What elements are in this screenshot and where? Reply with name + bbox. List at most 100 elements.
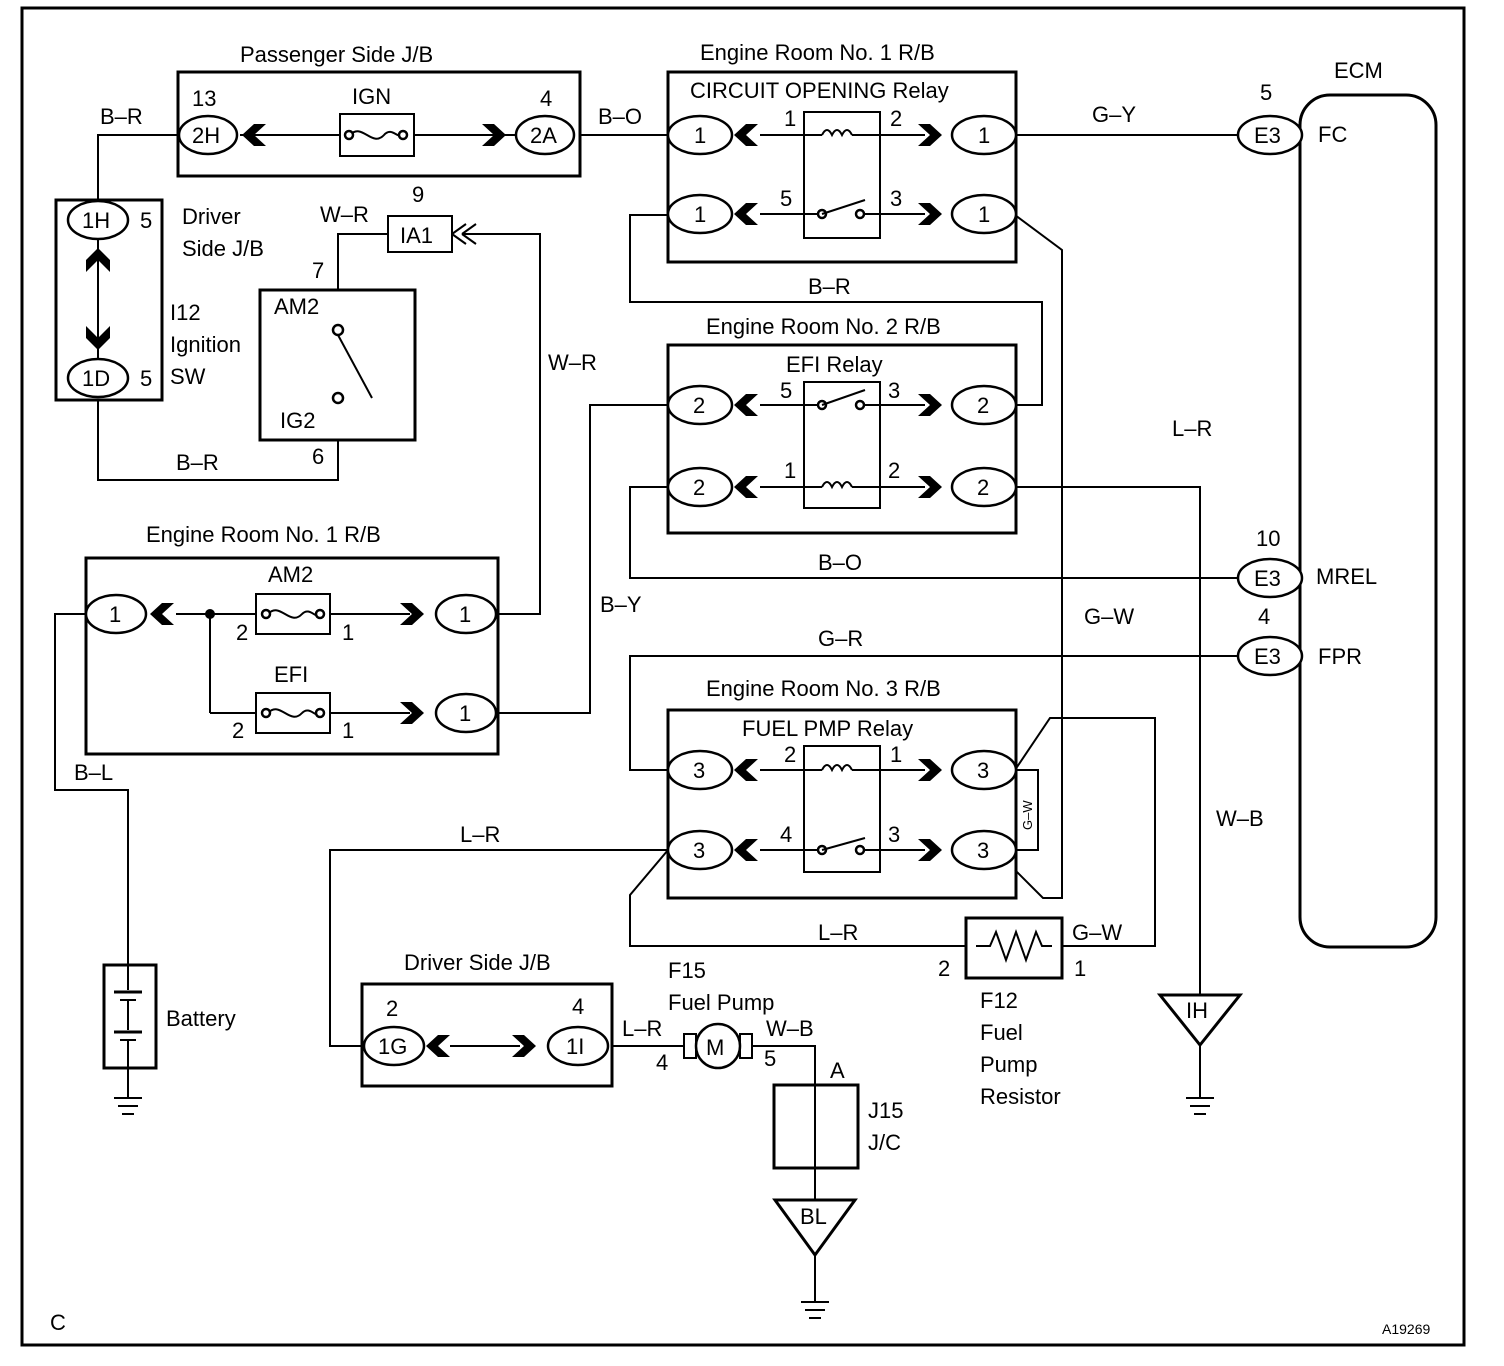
engine-room-1-rb-top: Engine Room No. 1 R/B CIRCUIT OPENING Re…	[666, 40, 1018, 264]
er3-title: Engine Room No. 3 R/B	[706, 676, 941, 701]
svg-text:2: 2	[693, 475, 705, 500]
svg-text:W–B: W–B	[1216, 806, 1264, 831]
ground-point-bl: BL	[772, 1198, 858, 1258]
outer-frame	[20, 6, 1466, 1347]
svg-text:2: 2	[977, 393, 989, 418]
svg-text:1: 1	[784, 106, 796, 131]
svg-text:13: 13	[192, 86, 216, 111]
ground-ih-icon	[1186, 1097, 1214, 1115]
svg-text:G–Y: G–Y	[1092, 102, 1136, 127]
svg-text:1: 1	[342, 620, 354, 645]
svg-text:1H: 1H	[82, 208, 110, 233]
svg-text:W–R: W–R	[320, 202, 369, 227]
engine-room-2-rb: Engine Room No. 2 R/B EFI Relay 5 3 1 2 …	[666, 314, 1018, 535]
junction-connector: A J15 J/C	[772, 1058, 903, 1170]
svg-text:E3: E3	[1254, 566, 1281, 591]
svg-text:1G: 1G	[378, 1034, 407, 1059]
svg-text:1: 1	[459, 701, 471, 726]
svg-text:4: 4	[656, 1050, 668, 1075]
svg-text:FC: FC	[1318, 122, 1347, 147]
passenger-jb-title: Passenger Side J/B	[240, 42, 433, 67]
svg-text:5: 5	[1260, 80, 1272, 105]
connector-2a	[514, 114, 576, 156]
svg-text:L–R: L–R	[460, 822, 500, 847]
passenger-side-jb: Passenger Side J/B 13 IGN 2H 4 2A	[176, 42, 582, 178]
svg-text:F12: F12	[980, 988, 1018, 1013]
svg-text:1: 1	[890, 742, 902, 767]
svg-text:AM2: AM2	[268, 562, 313, 587]
svg-text:1: 1	[694, 123, 706, 148]
svg-text:W–R: W–R	[548, 350, 597, 375]
svg-text:B–Y: B–Y	[600, 592, 642, 617]
svg-text:MREL: MREL	[1316, 564, 1377, 589]
svg-text:3: 3	[977, 758, 989, 783]
svg-text:1: 1	[459, 602, 471, 627]
svg-text:3: 3	[888, 822, 900, 847]
svg-text:4: 4	[540, 86, 552, 111]
driver-jb-label-line2: Side J/B	[182, 236, 264, 261]
svg-text:F15: F15	[668, 958, 706, 983]
svg-text:1: 1	[978, 202, 990, 227]
svg-text:1I: 1I	[566, 1034, 584, 1059]
svg-text:AM2: AM2	[274, 294, 319, 319]
svg-text:SW: SW	[170, 364, 206, 389]
ecm-connector-fc	[1236, 114, 1304, 156]
corner-label: C	[50, 1310, 66, 1335]
er1-bottom-title: Engine Room No. 1 R/B	[146, 522, 381, 547]
fuel-pump-motor: F15 Fuel Pump M 4 5	[656, 958, 776, 1075]
svg-text:5: 5	[764, 1046, 776, 1071]
svg-text:E3: E3	[1254, 123, 1281, 148]
svg-text:3: 3	[693, 758, 705, 783]
svg-text:1: 1	[342, 718, 354, 743]
driver-side-jb-top: 1H 5 1D 5 Driver Side J/B	[54, 198, 264, 402]
svg-text:1: 1	[109, 602, 121, 627]
svg-text:2: 2	[386, 996, 398, 1021]
svg-text:6: 6	[312, 444, 324, 469]
battery: Battery	[102, 963, 236, 1070]
motor-icon	[694, 1022, 742, 1070]
er2-title: Engine Room No. 2 R/B	[706, 314, 941, 339]
svg-text:L–R: L–R	[1172, 416, 1212, 441]
engine-room-1-rb-bottom: Engine Room No. 1 R/B 1 AM2 2 1 1 EFI 2 …	[84, 522, 500, 756]
svg-text:4: 4	[780, 822, 792, 847]
connector-1g	[362, 1025, 426, 1067]
svg-text:2: 2	[938, 956, 950, 981]
svg-text:EFI: EFI	[274, 662, 308, 687]
svg-text:2: 2	[784, 742, 796, 767]
svg-text:1: 1	[1074, 956, 1086, 981]
svg-text:2: 2	[236, 620, 248, 645]
driver-jb-bottom-title: Driver Side J/B	[404, 950, 551, 975]
svg-text:10: 10	[1256, 526, 1280, 551]
svg-text:G–W: G–W	[1020, 800, 1035, 830]
svg-text:B–R: B–R	[100, 104, 143, 129]
svg-text:BL: BL	[800, 1204, 827, 1229]
ignition-sw-label: I12 Ignition SW	[170, 300, 241, 389]
svg-text:I12: I12	[170, 300, 201, 325]
svg-text:2H: 2H	[192, 123, 220, 148]
svg-text:3: 3	[977, 838, 989, 863]
svg-text:A: A	[830, 1058, 845, 1083]
svg-text:Pump: Pump	[980, 1052, 1037, 1077]
svg-text:2: 2	[977, 475, 989, 500]
svg-text:3: 3	[888, 378, 900, 403]
connector-2h	[177, 114, 239, 156]
svg-text:Ignition: Ignition	[170, 332, 241, 357]
svg-text:1: 1	[784, 458, 796, 483]
wire-labels: B–R B–O G–Y W–R B–R B–R L–R B–O B–Y G–W …	[74, 102, 1264, 1041]
svg-text:IG2: IG2	[280, 408, 315, 433]
fuel-pump-resistor: 2 1 F12 Fuel Pump Resistor	[938, 916, 1086, 1109]
ecm-connector-mrel	[1236, 557, 1304, 599]
connector-1i	[546, 1025, 610, 1067]
figure-id: A19269	[1382, 1321, 1430, 1337]
svg-text:Fuel: Fuel	[980, 1020, 1023, 1045]
svg-text:5: 5	[780, 186, 792, 211]
svg-text:2: 2	[693, 393, 705, 418]
fuel-pmp-relay	[803, 745, 881, 873]
battery-label: Battery	[166, 1006, 236, 1031]
connector-1h	[66, 199, 130, 241]
fuel-pmp-relay-label: FUEL PMP Relay	[742, 716, 913, 741]
svg-text:W–B: W–B	[766, 1016, 814, 1041]
svg-text:3: 3	[693, 838, 705, 863]
svg-text:1D: 1D	[82, 366, 110, 391]
